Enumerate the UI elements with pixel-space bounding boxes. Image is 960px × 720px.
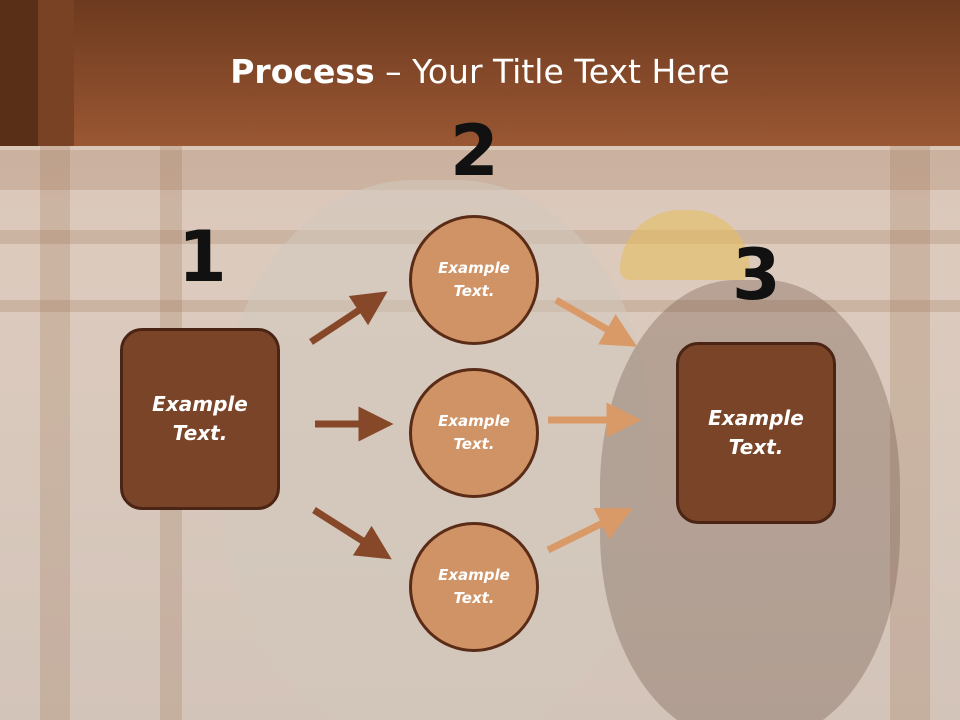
title-rest: – Your Title Text Here [374,52,730,91]
step-1-text: Example Text. [152,392,248,445]
step-3-box: Example Text. [676,342,836,524]
header-accent-strip [38,0,74,146]
header-bar [0,0,960,146]
arrow-to-bottom-circle [312,507,392,560]
step-number-3: 3 [732,234,781,316]
slide-title: Process – Your Title Text Here [0,52,960,91]
circle-top-text: Example Text. [438,259,510,300]
circle-middle-text: Example Text. [438,412,510,453]
step-number-1: 1 [178,216,227,298]
arrow-from-bottom-circle [546,508,633,554]
arrow-to-top-circle [309,291,388,345]
header-accent-strip [0,0,38,146]
title-bold: Process [230,52,375,91]
step-2-circle-top: Example Text. [409,215,539,345]
arrow-from-top-circle [554,296,638,347]
step-1-box: Example Text. [120,328,280,510]
circle-bottom-text: Example Text. [438,566,510,607]
step-2-circle-bottom: Example Text. [409,522,539,652]
step-2-circle-middle: Example Text. [409,368,539,498]
step-3-text: Example Text. [708,406,804,459]
step-number-2: 2 [450,110,499,192]
